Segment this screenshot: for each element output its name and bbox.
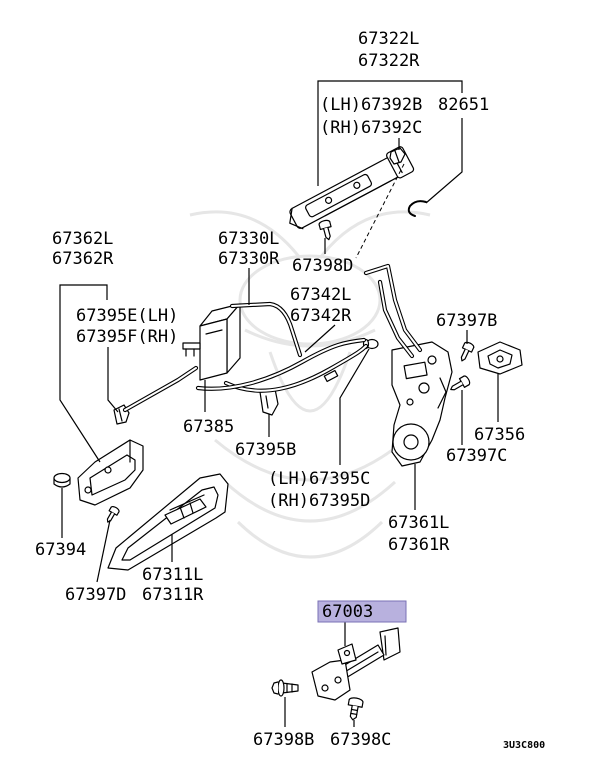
leader-bezel-screw — [96, 519, 111, 583]
label-67398b[interactable]: 67398B — [253, 730, 314, 750]
checker-bolt-c — [347, 697, 364, 721]
label-67322r[interactable]: 67322R — [358, 51, 420, 71]
leader-rod-clip — [107, 347, 119, 413]
leader-outer-handle — [317, 80, 463, 186]
label-67398d[interactable]: 67398D — [292, 256, 353, 276]
leader-inside-handle — [59, 284, 108, 463]
label-67361r[interactable]: 67361R — [388, 535, 450, 555]
screw-67397b — [460, 341, 475, 362]
label-67398c[interactable]: 67398C — [330, 730, 391, 750]
label-67397d[interactable]: 67397D — [65, 585, 126, 605]
bumper — [53, 472, 71, 488]
screw-67398d — [318, 219, 332, 241]
screw-67397d — [106, 505, 120, 523]
illustration-code: 3U3C800 — [503, 740, 545, 751]
label-67397b[interactable]: 67397B — [436, 311, 497, 331]
selected-part-highlight — [317, 600, 407, 623]
label-67394[interactable]: 67394 — [35, 540, 86, 560]
rods-and-cables — [122, 163, 423, 413]
label-67342l[interactable]: 67342L — [290, 285, 351, 305]
label-67330l[interactable]: 67330L — [218, 229, 279, 249]
label-67342r[interactable]: 67342R — [290, 306, 352, 326]
label-67311l[interactable]: 67311L — [142, 565, 203, 585]
label-67395c[interactable]: (LH)67395C — [268, 469, 370, 489]
label-67395b[interactable]: 67395B — [235, 440, 296, 460]
label-67330r[interactable]: 67330R — [218, 249, 280, 269]
part-labels: 67322L 67322R (LH)67392B 82651 (RH)67392… — [35, 29, 545, 751]
handle-clip — [389, 147, 406, 165]
label-67395f[interactable]: 67395F(RH) — [76, 327, 178, 347]
label-67392c[interactable]: (RH)67392C — [320, 118, 422, 138]
door-lock-actuator — [182, 303, 241, 381]
label-67397c[interactable]: 67397C — [446, 446, 507, 466]
inside-handle-bezel — [107, 473, 229, 571]
inside-door-handle — [77, 439, 144, 506]
highlight-box — [317, 600, 407, 623]
screw-67397c — [450, 375, 471, 391]
watermark-logo — [189, 210, 431, 559]
label-67395d[interactable]: (RH)67395D — [268, 491, 370, 511]
label-67385[interactable]: 67385 — [183, 417, 234, 437]
label-67356[interactable]: 67356 — [474, 425, 525, 445]
label-67395e[interactable]: 67395E(LH) — [76, 306, 178, 326]
cable-clip — [259, 388, 279, 416]
checker-bolt-b — [271, 679, 299, 697]
striker — [477, 341, 523, 375]
label-67003[interactable]: 67003 — [322, 602, 373, 622]
leader-rod-hook — [425, 118, 463, 204]
label-67311r[interactable]: 67311R — [142, 585, 204, 605]
rod-hook — [407, 200, 427, 217]
leader-cable — [304, 324, 336, 353]
label-67322l[interactable]: 67322L — [358, 29, 419, 49]
label-67362l[interactable]: 67362L — [52, 229, 113, 249]
label-82651[interactable]: 82651 — [438, 95, 489, 115]
door-checker — [311, 627, 401, 701]
leader-latch-clip — [339, 348, 370, 465]
label-67362r[interactable]: 67362R — [52, 249, 114, 269]
outer-door-handle — [289, 146, 415, 230]
door-latch — [391, 341, 453, 467]
label-67361l[interactable]: 67361L — [388, 513, 449, 533]
label-67392b[interactable]: (LH)67392B — [320, 95, 422, 115]
